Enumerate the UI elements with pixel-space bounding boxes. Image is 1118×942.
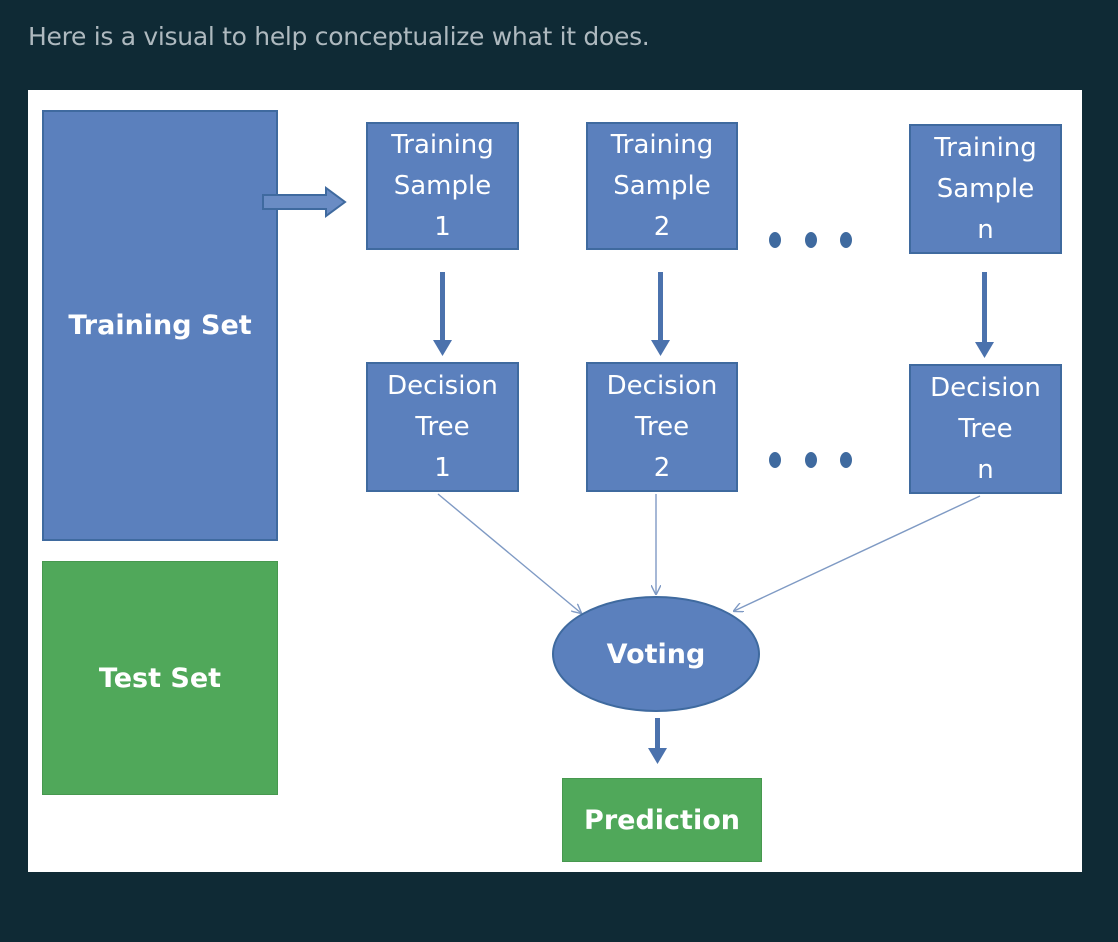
training-sample-n-box: Training Sample n: [909, 124, 1062, 254]
decision-tree-1-line3: 1: [434, 452, 451, 483]
voting-label: Voting: [606, 638, 706, 670]
training-sample-2-line2: Sample: [613, 170, 711, 201]
samples-ellipsis-dots: [769, 232, 852, 248]
test-set-label: Test Set: [98, 662, 222, 694]
caption-text: Here is a visual to help conceptualize w…: [28, 22, 650, 51]
prediction-box: Prediction: [562, 778, 762, 862]
training-set-to-sample-arrow: [262, 186, 347, 218]
sample-to-tree-arrows: [433, 272, 994, 358]
voting-node: Voting: [552, 596, 760, 712]
training-sample-1-box: Training Sample 1: [366, 122, 519, 250]
decision-tree-2-line3: 2: [653, 452, 671, 483]
training-sample-n-line2: Sample: [936, 173, 1035, 204]
decision-tree-2-line2: Tree: [634, 411, 690, 442]
connectors-layer: [262, 186, 994, 764]
test-set-box: Test Set: [42, 561, 278, 795]
voting-to-prediction-arrow: [648, 718, 667, 764]
prediction-label: Prediction: [584, 804, 740, 836]
training-sample-n-line3: n: [977, 214, 994, 245]
training-set-label: Training Set: [68, 310, 252, 341]
decision-tree-n-line3: n: [977, 454, 994, 485]
training-sample-n-line1: Training: [934, 132, 1037, 163]
decision-tree-n-box: Decision Tree n: [909, 364, 1062, 494]
training-sample-1-line1: Training: [391, 129, 494, 160]
decision-tree-1-line1: Decision: [387, 370, 498, 401]
training-sample-1-line3: 1: [434, 211, 451, 242]
random-forest-diagram: Training Set Test Set Training Sample 1 …: [28, 90, 1082, 872]
trees-ellipsis-dots: [769, 452, 852, 468]
decision-tree-n-line1: Decision: [930, 372, 1041, 403]
decision-tree-1-box: Decision Tree 1: [366, 362, 519, 492]
training-sample-2-line3: 2: [653, 211, 671, 242]
training-sample-2-line1: Training: [610, 129, 714, 160]
training-sample-1-line2: Sample: [393, 170, 492, 201]
decision-tree-1-line2: Tree: [415, 411, 470, 442]
tree-to-voting-arrows: [437, 493, 981, 613]
training-sample-2-box: Training Sample 2: [586, 122, 738, 250]
decision-tree-2-box: Decision Tree 2: [586, 362, 738, 492]
decision-tree-n-line2: Tree: [958, 413, 1013, 444]
decision-tree-2-line1: Decision: [606, 370, 718, 401]
training-set-box: Training Set: [42, 110, 278, 541]
